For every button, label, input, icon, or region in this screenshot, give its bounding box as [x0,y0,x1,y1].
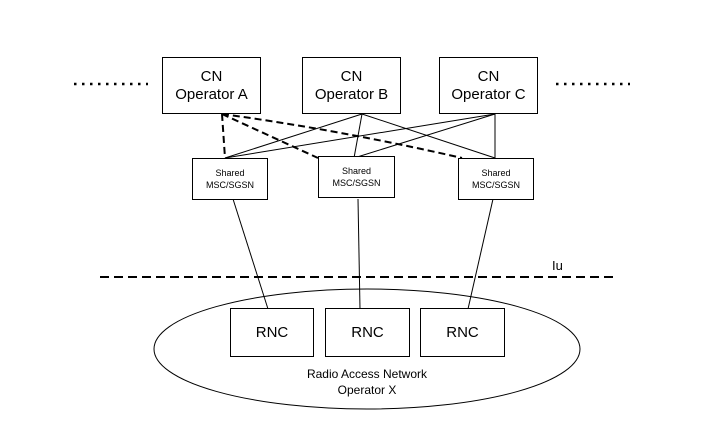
shared-msc-sgsn-3-line1: Shared [481,167,511,178]
shared-msc-sgsn-3-box: Shared MSC/SGSN [458,158,534,200]
cn-operator-a-line1: CN [200,67,223,85]
rnc-1-label: RNC [255,323,289,341]
rnc-1-box: RNC [230,308,314,357]
cn-operator-b-line2: Operator B [314,85,389,103]
cn-operator-a-line2: Operator A [175,85,248,103]
cn-operator-c-box: CN Operator C [439,57,538,114]
link-shared-rnc-1 [232,198,269,310]
link-shared-rnc-3 [467,198,494,310]
link-c-shared-1 [224,113,496,159]
link-a-shared-2 [221,113,319,159]
ran-ellipse [153,288,581,410]
shared-msc-sgsn-2-line1: Shared [341,165,372,176]
cn-operator-a-box: CN Operator A [162,57,261,114]
rnc-3-label: RNC [446,323,479,341]
shared-msc-sgsn-2-box: Shared MSC/SGSN [318,156,395,198]
shared-msc-sgsn-1-line1: Shared [215,167,245,178]
cn-operator-c-line2: Operator C [451,85,526,103]
ran-label-line1: Radio Access Network [306,367,428,381]
rnc-2-label: RNC [351,323,384,341]
cn-operator-b-line1: CN [340,67,363,85]
rnc-3-box: RNC [420,308,505,357]
link-b-shared-1 [224,113,363,159]
cn-operator-c-line1: CN [477,67,500,85]
link-b-shared-3 [361,113,496,159]
link-a-shared-3 [221,113,463,159]
ran-label: Radio Access Network Operator X [267,367,467,398]
link-a-shared-1 [221,113,226,159]
link-shared-rnc-2 [357,198,361,310]
rnc-2-box: RNC [325,308,410,357]
cn-operator-b-box: CN Operator B [302,57,401,114]
shared-msc-sgsn-1-line2: MSC/SGSN [205,180,254,190]
ran-label-line2: Operator X [337,382,397,397]
link-c-shared-2 [353,113,496,159]
shared-msc-sgsn-2-line2: MSC/SGSN [332,178,381,188]
shared-msc-sgsn-1-box: Shared MSC/SGSN [192,158,268,200]
shared-msc-sgsn-3-line2: MSC/SGSN [471,180,520,190]
iu-label: Iu [552,258,563,273]
